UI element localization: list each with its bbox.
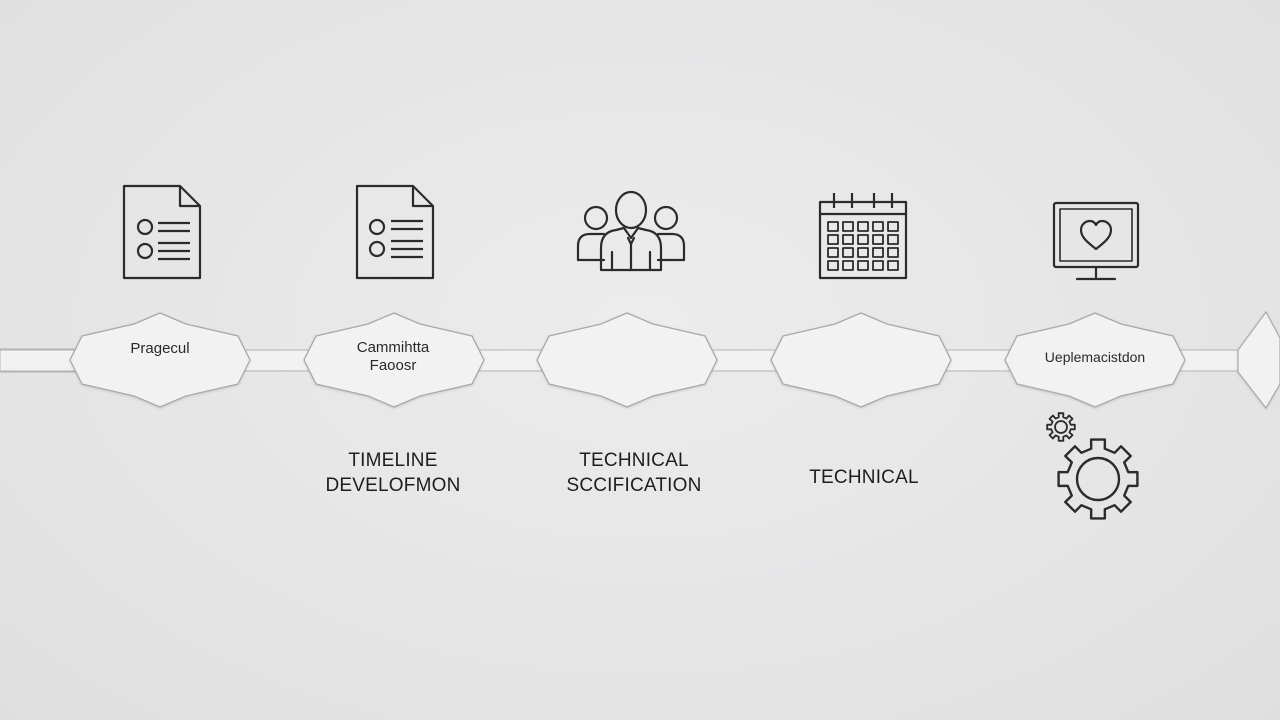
timeline-node-4 [770, 312, 952, 408]
caption-technical-specification: TECHNICAL SCCIFICATION [524, 448, 744, 498]
caption-line: SCCIFICATION [566, 475, 702, 496]
calendar-cell [857, 234, 869, 245]
timeline-node-2 [303, 312, 485, 408]
caption-line: TECHNICAL [809, 467, 919, 488]
caption-line: DEVELOFMON [325, 475, 461, 496]
calendar-cell [827, 260, 839, 271]
caption-line: TECHNICAL [579, 450, 689, 471]
monitor-heart-icon [1051, 199, 1141, 287]
document-list-icon [120, 183, 204, 283]
node-2-label: Cammihtta Faoosr [318, 339, 468, 375]
calendar-cell [842, 221, 854, 232]
gear-outline [1046, 412, 1076, 442]
calendar-cell [827, 247, 839, 258]
team-people-icon [574, 188, 688, 274]
calendar-cell [872, 221, 884, 232]
calendar-cell [887, 234, 899, 245]
calendar-cell [842, 234, 854, 245]
calendar-cell [842, 260, 854, 271]
calendar-cell [872, 260, 884, 271]
node-5-label-line: Ueplemacistdon [1044, 349, 1146, 365]
calendar-cell [872, 247, 884, 258]
node-5-label: Ueplemacistdon [1020, 348, 1170, 366]
calendar-cell [887, 260, 899, 271]
timeline-node-3 [536, 312, 718, 408]
node-1-label: Pragecul [85, 340, 235, 358]
calendar-cell [872, 234, 884, 245]
gear-icon [1040, 410, 1150, 526]
node-2-label-line: Faoosr [369, 357, 417, 374]
calendar-cell [887, 247, 899, 258]
calendar-cell [857, 260, 869, 271]
calendar-cell [827, 221, 839, 232]
calendar-cell [842, 247, 854, 258]
caption-technical: TECHNICAL [754, 465, 974, 490]
calendar-icon [816, 190, 910, 282]
calendar-cell [827, 234, 839, 245]
timeline-end-arrow [1237, 310, 1280, 410]
caption-timeline-development: TIMELINE DEVELOFMON [283, 448, 503, 498]
calendar-cell [857, 221, 869, 232]
timeline-node-1 [69, 312, 251, 408]
calendar-cell [887, 221, 899, 232]
node-1-label-line: Pragecul [130, 340, 190, 357]
calendar-cell [857, 247, 869, 258]
timeline-node-5 [1004, 312, 1186, 408]
node-2-label-line: Cammihtta [356, 339, 430, 356]
document-list-icon [353, 183, 437, 283]
gear-outline [1057, 438, 1139, 520]
caption-line: TIMELINE [348, 450, 438, 471]
